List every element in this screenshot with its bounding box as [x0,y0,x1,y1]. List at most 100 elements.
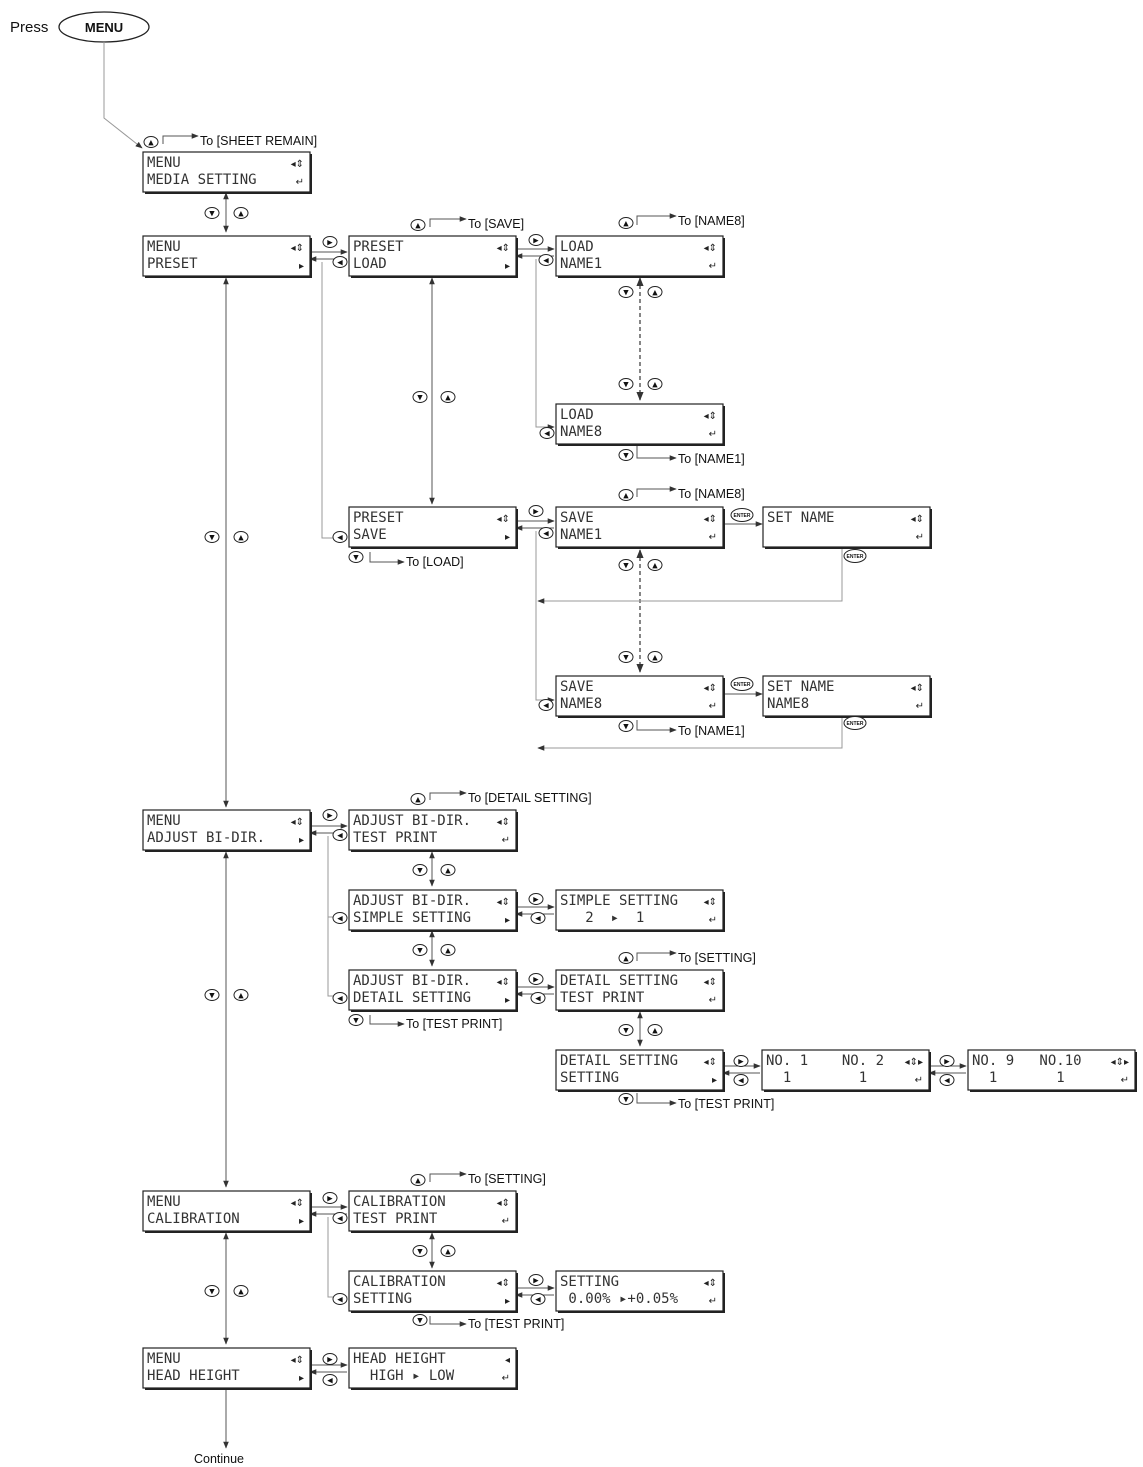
up-button-icon: ▲ [618,217,634,229]
scroll-indicator-icon: ◂⇕ [497,514,510,525]
lcd-line-2: 0.00% ▸+0.05% [560,1291,679,1307]
left-button-icon: ◀ [332,531,348,543]
svg-text:◀: ◀ [944,1077,950,1085]
svg-text:▼: ▼ [417,867,423,875]
svg-text:▼: ▼ [353,1017,359,1025]
lcd-line-1: MENU [147,1351,181,1367]
submenu-indicator-icon: ▸ [712,1075,717,1086]
submenu-indicator-icon: ▸ [299,1373,304,1384]
up-button-icon: ▲ [410,1174,426,1186]
lcd-line-2: NAME8 [560,696,602,712]
nav-label: To [NAME8] [678,214,745,228]
lcd-screen: ADJUST BI-DIR.SIMPLE SETTING◂⇕▸ [348,889,518,932]
enter-indicator-icon: ↵ [915,1075,923,1086]
left-button-icon: ◀ [733,1074,749,1086]
scroll-indicator-icon: ◂⇕ [291,1198,304,1209]
lcd-line-1: HEAD HEIGHT [353,1351,446,1367]
svg-text:▲: ▲ [148,139,154,147]
svg-text:◀: ◀ [337,995,343,1003]
lcd-line-1: SAVE [560,510,594,526]
up-button-icon: ▲ [440,864,456,876]
lcd-line-1: CALIBRATION [353,1194,446,1210]
lcd-line-2: 2 ▸ 1 [560,910,644,926]
up-button-icon: ▲ [647,378,663,390]
up-button-icon: ▲ [618,489,634,501]
down-button-icon: ▼ [204,531,220,543]
svg-text:ENTER: ENTER [734,513,751,519]
svg-text:▼: ▼ [623,381,629,389]
lcd-screen: NO. 1 NO. 2 1 1◂⇕▸↵ [761,1049,931,1092]
lcd-line-2: SETTING [353,1291,412,1307]
svg-text:▲: ▲ [652,1027,658,1035]
lcd-line-1: DETAIL SETTING [560,1053,678,1069]
scroll-indicator-icon: ◂⇕ [704,514,717,525]
left-button-icon: ◀ [332,1212,348,1224]
lcd-line-1: DETAIL SETTING [560,973,678,989]
lcd-line-1: PRESET [353,510,404,526]
lcd-line-2: ADJUST BI-DIR. [147,830,265,846]
right-button-icon: ▶ [528,973,544,985]
down-button-icon: ▼ [412,864,428,876]
scroll-indicator-icon: ◂⇕ [291,817,304,828]
lcd-line-1: MENU [147,1194,181,1210]
right-button-icon: ▶ [322,809,338,821]
svg-text:▲: ▲ [652,562,658,570]
svg-text:◀: ◀ [337,259,343,267]
left-button-icon: ◀ [530,912,546,924]
down-button-icon: ▼ [412,391,428,403]
svg-text:▲: ▲ [445,867,451,875]
down-button-icon: ▼ [618,559,634,571]
nav-label: To [TEST PRINT] [678,1097,774,1111]
lcd-line-1: LOAD [560,239,594,255]
svg-text:▲: ▲ [652,654,658,662]
enter-button-icon: ENTER [730,677,754,691]
lcd-screen: ADJUST BI-DIR.DETAIL SETTING◂⇕▸ [348,969,518,1012]
svg-text:▲: ▲ [445,394,451,402]
submenu-indicator-icon: ▸ [505,995,510,1006]
scroll-indicator-icon: ◂⇕ [291,159,304,170]
scroll-indicator-icon: ◂⇕ [497,1278,510,1289]
up-button-icon: ▲ [440,391,456,403]
svg-text:▼: ▼ [417,1248,423,1256]
enter-indicator-icon: ↵ [709,532,717,543]
lcd-screen: SETTING 0.00% ▸+0.05%◂⇕↵ [555,1270,725,1313]
nav-labels: To [SHEET REMAIN] To [SAVE] To [NAME8] T… [200,134,774,1331]
lcd-line-1: MENU [147,155,181,171]
left-button-icon: ◀ [530,992,546,1004]
lcd-line-2: NAME1 [560,527,602,543]
submenu-indicator-icon: ▸ [299,261,304,272]
svg-text:▲: ▲ [445,1248,451,1256]
svg-text:▼: ▼ [209,210,215,218]
up-button-icon: ▲ [440,1245,456,1257]
svg-text:▼: ▼ [623,452,629,460]
nav-label: To [DETAIL SETTING] [468,791,592,805]
lcd-screen: SIMPLE SETTING 2 ▸ 1◂⇕↵ [555,889,725,932]
svg-text:◀: ◀ [337,1296,343,1304]
svg-text:◀: ◀ [327,1377,333,1385]
lcd-line-2: HEAD HEIGHT [147,1368,240,1384]
svg-text:▲: ▲ [652,289,658,297]
lcd-line-1: NO. 9 NO.10 [972,1053,1082,1069]
svg-text:◀: ◀ [535,1296,541,1304]
right-button-icon: ▶ [733,1055,749,1067]
submenu-indicator-icon: ▸ [299,835,304,846]
lcd-line-2: CALIBRATION [147,1211,240,1227]
up-button-icon: ▲ [410,219,426,231]
down-button-icon: ▼ [618,1024,634,1036]
scroll-indicator-icon: ◂⇕ [497,897,510,908]
down-button-icon: ▼ [618,1093,634,1105]
submenu-indicator-icon: ▸ [505,1296,510,1307]
menu-key-label: MENU [85,20,123,35]
lcd-line-1: LOAD [560,407,594,423]
lcd-line-2: NAME1 [560,256,602,272]
button-icons: ▲▲▲▼▲▶◀▶◀▼▲▼▲▼▲◀▼▼▲▲▶◀◀▼▼▲▼▲◀▼▲▶◀▼▲▶◀◀▼▲… [143,136,955,1386]
nav-label: To [SETTING] [468,1172,546,1186]
left-button-icon: ◀ [332,992,348,1004]
scroll-indicator-icon: ◂⇕▸ [1111,1057,1129,1068]
